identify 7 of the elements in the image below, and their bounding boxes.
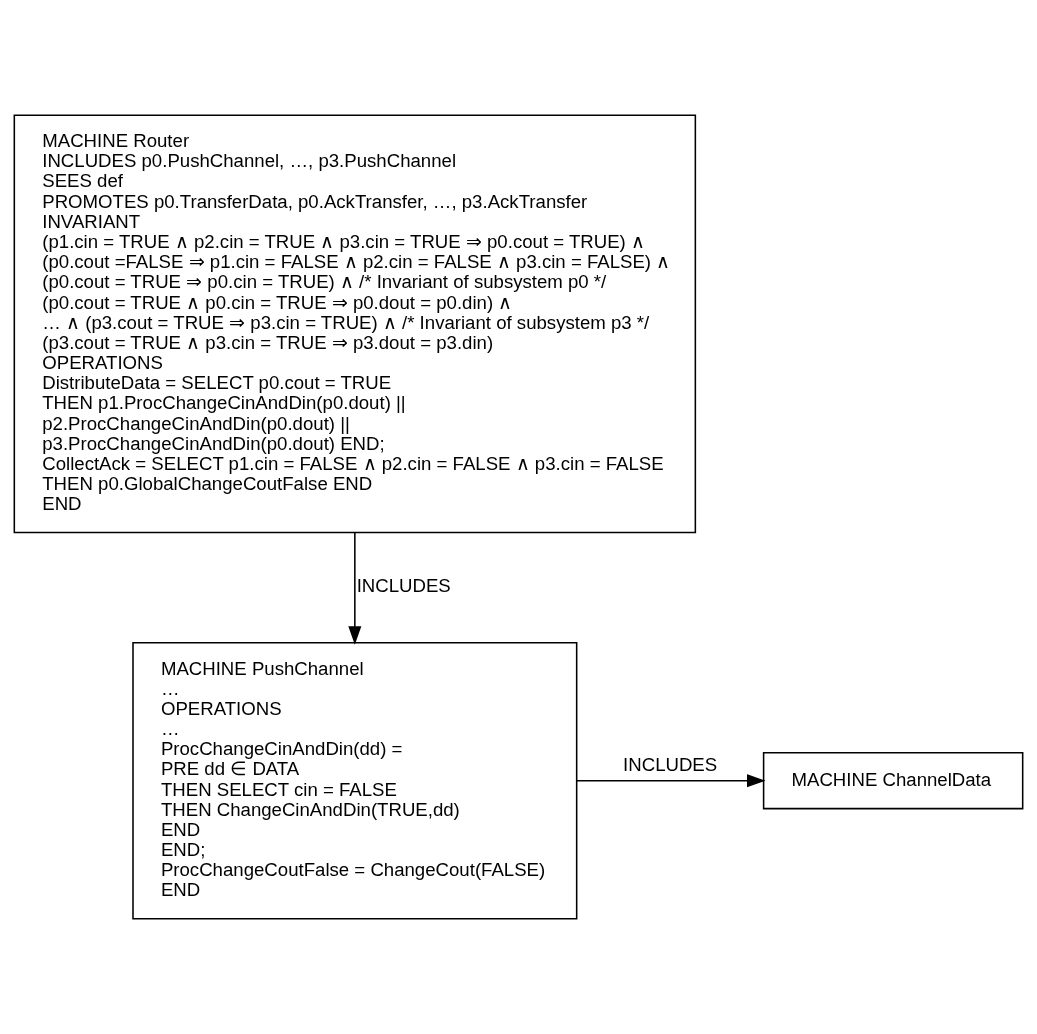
arrow: [576, 774, 766, 788]
node-box: MACHINE Router INCLUDES p0.PushChannel, …, p3.PushChannel SEES def PROMOTES p0.TransferData, p0.AckTransfer, …, p3.AckTransfer INVARIANT (p1.cin = TRUE ∧ p2.cin = TRUE ∧ p3.cin = TRUE ⇒ p0.cout = TRUE) ∧ (p0.cout =FALSE ⇒ p1.cin = FALSE ∧ p2.cin = FALSE ∧ p3.cin = FALSE) ∧ (p0.cout = TRUE ⇒ p0.cin = TRUE) ∧ /* Invariant of subsystem p0 */ (p0.cout = TRUE ∧ p0.cin = TRUE ⇒ p0.dout = p0.din) ∧ … ∧ (p3.cout = TRUE ⇒ p3.cin = TRUE) ∧ /* Invariant of subsystem p3 */ (p3.cout = TRUE ∧ p3.cin = TRUE ⇒ p3.dout = p3.din) OPERATIONS DistributeData = SELECT p0.cout = TRUE THEN p1.ProcChangeCinAndDin(p0.dout) || p2.ProcChangeCinAndDin(p0.dout) || p3.ProcChangeCinAndDin(p0.dout) END; CollectAck = SELECT p1.cin = FALSE ∧ p2.cin = FALSE ∧ p3.cin = FALSE THEN p0.GlobalChangeCoutFalse END END: [13, 114, 697, 534]
arrow: [348, 532, 362, 645]
edge-label: INCLUDES: [623, 753, 718, 775]
node-box: MACHINE ChannelData: [762, 752, 1024, 810]
edge-label: INCLUDES: [356, 575, 451, 597]
node-box: MACHINE PushChannel … OPERATIONS … ProcChangeCinAndDin(dd) = PRE dd ∈ DATA THEN SELECT cin = FALSE THEN ChangeCinAndDin(TRUE,dd) END END; ProcChangeCoutFalse = ChangeCout(FALSE) END: [132, 641, 578, 920]
